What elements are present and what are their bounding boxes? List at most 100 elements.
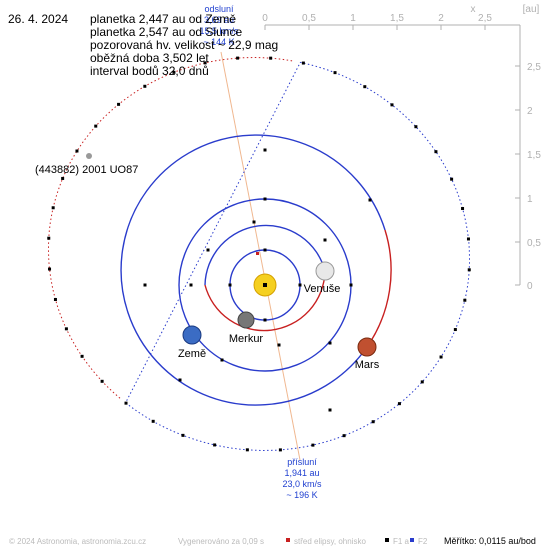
orbit-point (263, 248, 267, 252)
orbit-point (203, 61, 207, 65)
generated-time: Vygenerováno za 0,09 s (178, 537, 264, 546)
orbit-point (172, 70, 176, 74)
date-label: 26. 4. 2024 (8, 12, 69, 26)
venus (315, 261, 335, 281)
orbit-point (100, 379, 104, 383)
y-tick-label: 1,5 (527, 150, 541, 161)
orbit-point (439, 355, 443, 359)
orbit-point (278, 448, 282, 452)
y-tick-label: 2 (527, 106, 533, 117)
aphelion-label: ~ 144 K (203, 37, 234, 47)
mercury (237, 311, 255, 329)
asteroid-orbit-blue (124, 61, 470, 452)
orbit-point (48, 267, 52, 271)
orbit-point (124, 401, 128, 405)
orbit-point (463, 298, 467, 302)
orbit-point (349, 283, 353, 287)
legend-f2-swatch (410, 538, 414, 542)
axes: 0 0,5 1 1,5 2 2,5 2,5 2 1,5 1 0,5 0 x [au] (262, 4, 541, 292)
info-magnitude: pozorovaná hv. velikost ~ 22,9 mag (90, 38, 279, 52)
aphelion-label: 15,5 km/s (199, 26, 239, 36)
legend-f2: F2 (418, 537, 428, 546)
apsis-line (220, 51, 301, 461)
orbit-point (342, 434, 346, 438)
orbit-point (51, 206, 55, 210)
orbit-point (328, 341, 332, 345)
perihelion-label: 23,0 km/s (282, 479, 322, 489)
orbit-point (94, 124, 98, 128)
planet-label-venus: Venuše (304, 283, 341, 295)
asteroid-name: (443882) 2001 UO87 (35, 164, 138, 176)
orbit-point (47, 236, 51, 240)
orbit-point (263, 197, 267, 201)
orbit-point (269, 56, 273, 60)
orbit-point (461, 207, 465, 211)
copyright: © 2024 Astronomia, astronomia.zcu.cz (9, 537, 146, 546)
mars-orbit-red (366, 229, 392, 348)
orbit-point (397, 402, 401, 406)
mars-orbit-blue (120, 134, 386, 406)
orbit-point (368, 198, 372, 202)
orbit-point (434, 150, 438, 154)
orbit-point (450, 177, 454, 181)
orbit-point (64, 327, 68, 331)
orbit-point (151, 419, 155, 423)
orbit-point (181, 433, 185, 437)
venus-orbit-blue (204, 224, 326, 286)
orbit-point (311, 443, 315, 447)
orbit-point (117, 102, 121, 106)
bodies (86, 153, 377, 357)
orbit-point (263, 318, 267, 322)
orbit-point (420, 380, 424, 384)
planet-label-mercury: Merkur (229, 333, 264, 345)
orbit-point (178, 378, 182, 382)
footer: © 2024 Astronomia, astronomia.zcu.cz Vyge… (9, 536, 536, 546)
orbit-point (363, 85, 367, 89)
aphelion-label: odsluní (204, 4, 234, 14)
scale-label: Měřítko: 0,0115 au/bod (444, 536, 536, 546)
x-tick-label: 0 (262, 13, 268, 24)
y-tick-label: 1 (527, 194, 533, 205)
info-interval: interval bodů 32,0 dnů (90, 64, 209, 78)
info-period: oběžná doba 3,502 let (90, 51, 209, 65)
orbit-point (323, 238, 327, 242)
x-tick-label: 2,5 (478, 13, 492, 24)
orbit-point (75, 149, 79, 153)
perihelion-label: ~ 196 K (286, 490, 317, 500)
orbit-point (333, 71, 337, 75)
planet-label-mars: Mars (355, 359, 380, 371)
orbit-point (53, 297, 57, 301)
orbit-point (143, 283, 147, 287)
ellipse-center-marker (256, 252, 259, 255)
orbit-point (228, 283, 232, 287)
orbit-point (453, 328, 457, 332)
orbit-point (328, 408, 332, 412)
sun-focus-marker (263, 283, 267, 287)
legend-f1: F1 a (393, 537, 410, 546)
x-tick-label: 2 (438, 13, 444, 24)
mars (357, 337, 377, 357)
asteroid (86, 153, 92, 159)
orbit-point (143, 84, 147, 88)
planet-label-earth: Země (178, 348, 206, 360)
orbit-point (80, 354, 84, 358)
orbit-point (206, 248, 210, 252)
venus-orbit-red (204, 270, 326, 332)
orbit-point (414, 125, 418, 129)
y-tick-label: 0 (527, 281, 533, 292)
x-axis-label: x (471, 4, 476, 15)
earth (182, 325, 202, 345)
legend-center: střed elipsy, ohnisko (294, 537, 366, 546)
info-distance-earth: planetka 2,447 au od Země (90, 12, 237, 26)
orbit-point (277, 343, 281, 347)
orbit-point (301, 61, 305, 65)
y-tick-label: 0,5 (527, 238, 541, 249)
x-tick-label: 1 (350, 13, 356, 24)
orbit-point (213, 443, 217, 447)
legend-f1-swatch (385, 538, 389, 542)
y-tick-label: 2,5 (527, 62, 541, 73)
x-tick-label: 0,5 (302, 13, 316, 24)
unit-label: [au] (523, 4, 540, 15)
x-tick-label: 1,5 (390, 13, 404, 24)
